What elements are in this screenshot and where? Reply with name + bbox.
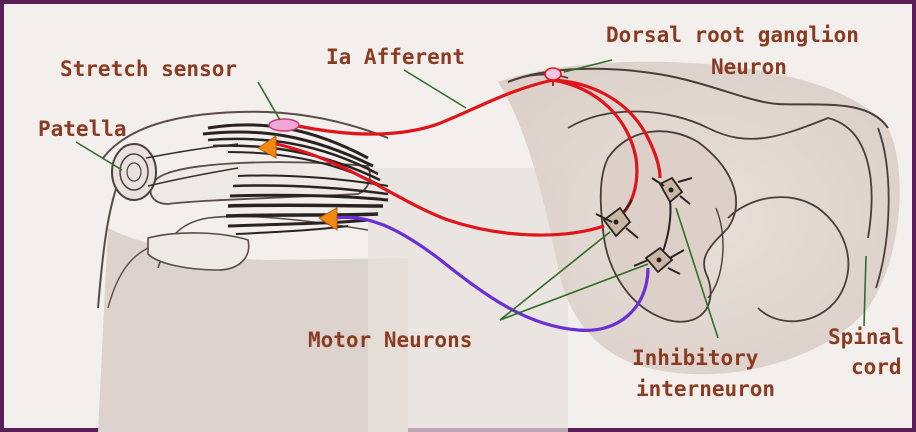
label-ia-afferent: Ia Afferent [326,45,465,69]
label-spinal-line1: Spinal [828,325,904,349]
leader-ia-afferent [404,70,466,108]
label-stretch-sensor: Stretch sensor [60,57,237,81]
label-patella: Patella [38,117,127,141]
leg-anatomy [98,112,568,432]
stretch-sensor [269,119,299,131]
label-inhibitory-line1: Inhibitory [632,346,759,370]
leader-stretch-sensor [258,82,280,120]
motor-terminal-antagonist [319,208,337,230]
patella-bone [112,144,156,200]
diagram-canvas: Stretch sensor Ia Afferent Dorsal root g… [8,8,916,432]
label-spinal-line2: cord [851,355,902,379]
label-drg-line2: Neuron [711,55,787,79]
label-motor-neurons: Motor Neurons [308,328,472,352]
label-drg-line1: Dorsal root ganglion [606,23,859,47]
label-inhibitory-line2: interneuron [636,377,775,401]
